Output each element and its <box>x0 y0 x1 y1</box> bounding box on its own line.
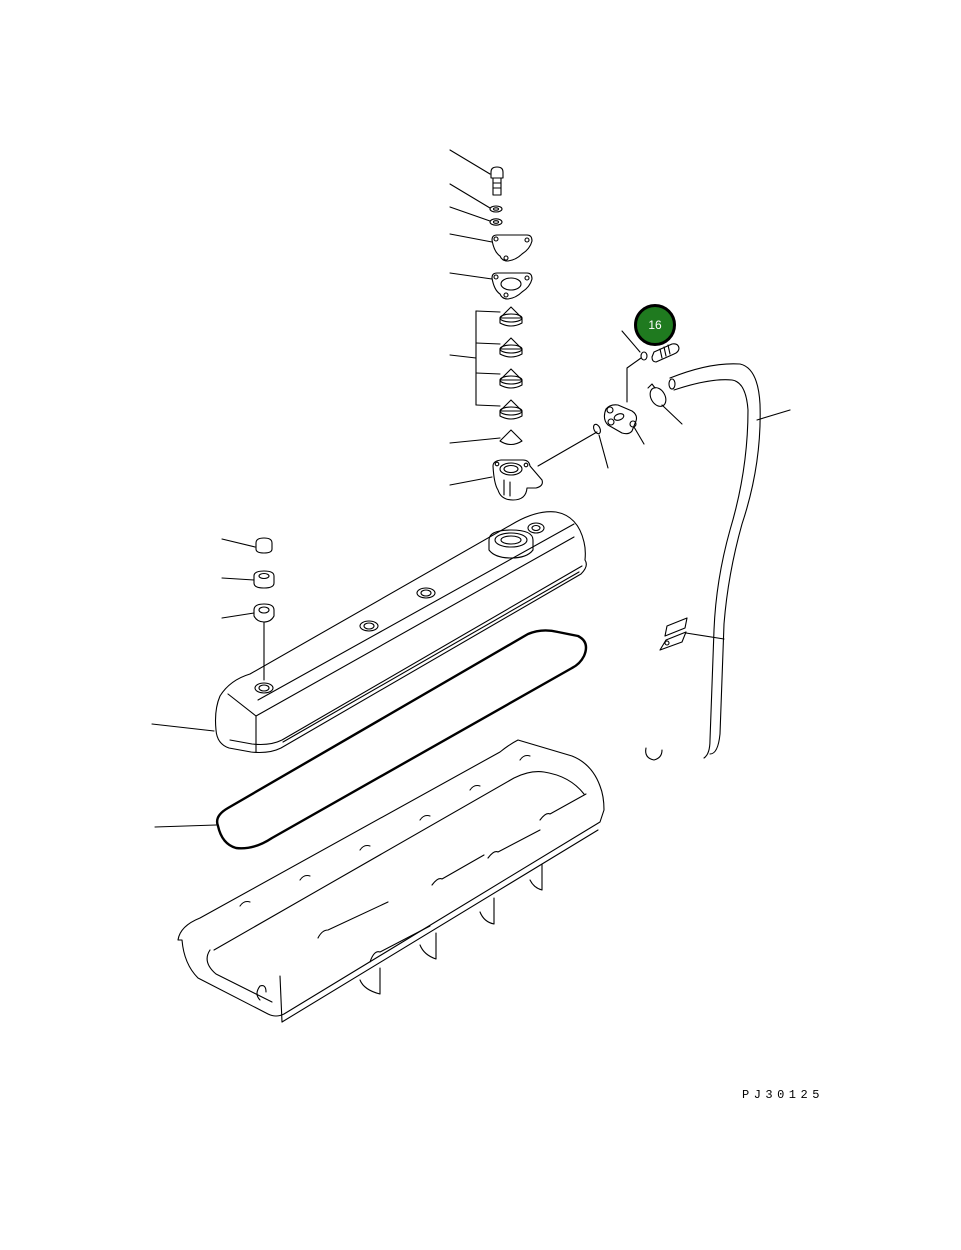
cylinder-head-icon <box>177 739 605 1023</box>
hose-clip-icon <box>659 617 725 651</box>
bolt-icon <box>490 166 504 196</box>
element-icon <box>499 429 523 446</box>
filler-cap-gasket-icon <box>491 272 533 300</box>
callout-badge-16[interactable]: 16 <box>634 304 676 346</box>
leader-housing-to-oring <box>537 431 598 467</box>
o-ring-icon <box>593 423 609 469</box>
leader-lines-top-stack <box>449 149 501 486</box>
cylinder-head-cover-icon <box>151 511 587 754</box>
head-cover-gasket-icon <box>154 629 588 850</box>
hose-clamp-icon <box>647 383 683 425</box>
breather-flange-icon <box>603 357 645 445</box>
washer-icon <box>489 218 503 226</box>
cap-nut-icon <box>221 537 273 554</box>
breather-bolt-icon <box>621 330 680 363</box>
seal-washer-icon <box>221 570 275 589</box>
grommet-icon <box>221 603 275 681</box>
element-stack-icon <box>499 306 523 420</box>
figure-code: PJ30125 <box>742 1088 824 1102</box>
lock-washer-icon <box>489 205 503 213</box>
callout-number: 16 <box>648 318 662 332</box>
filler-cap-cover-icon <box>491 234 533 262</box>
oil-filler-housing-icon <box>492 459 543 501</box>
breather-hose-icon <box>645 363 791 761</box>
